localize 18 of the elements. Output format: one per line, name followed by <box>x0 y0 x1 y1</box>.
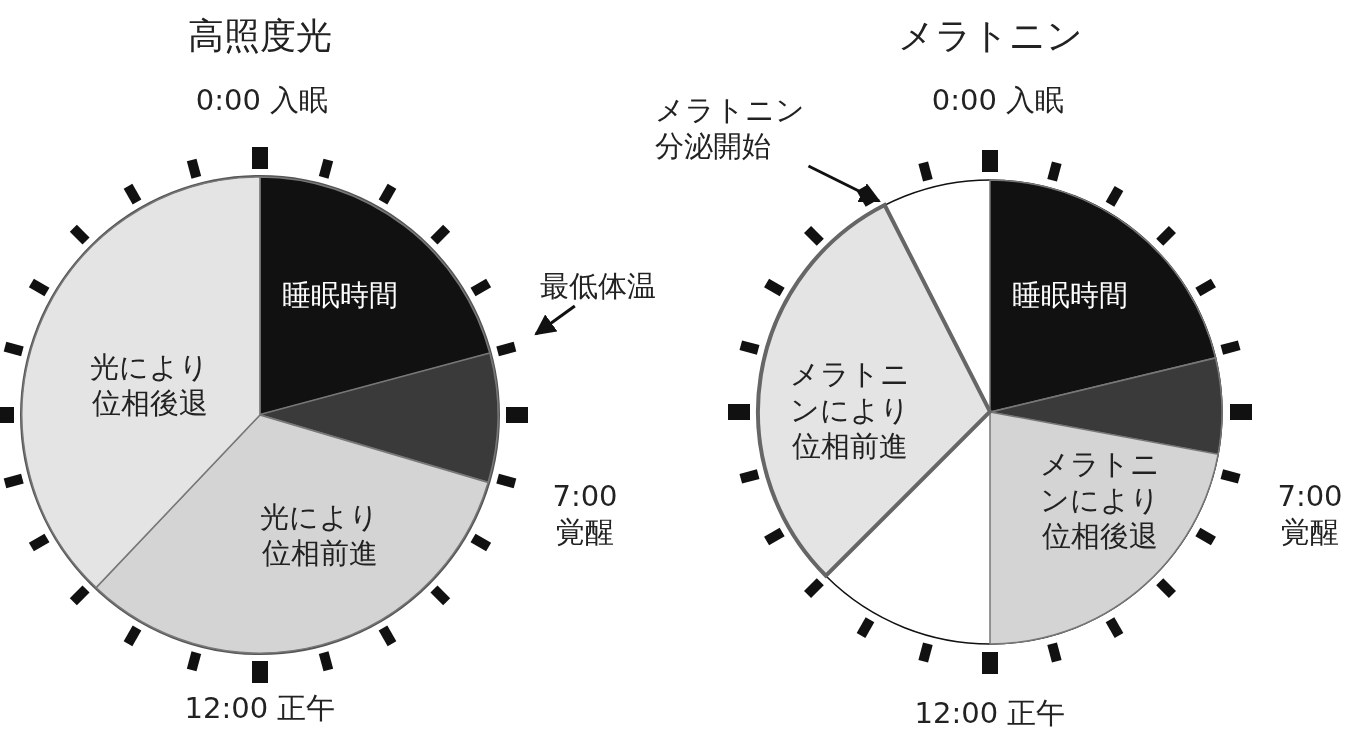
sector-label: メラトニンにより位相前進 <box>789 356 911 464</box>
time-label: 7:00 覚醒 <box>551 478 619 550</box>
time-label: 12:00 正午 <box>183 690 337 726</box>
sector-label: 睡眠時間 <box>281 277 399 313</box>
time-label: 7:00 覚醒 <box>1276 478 1344 550</box>
leader-arrow <box>807 164 881 203</box>
sector-label: メラトニンにより位相後退 <box>1039 446 1161 554</box>
callout-text: 最低体温 <box>540 268 656 304</box>
sector-label: 光により位相後退 <box>89 349 211 421</box>
leader-arrow <box>534 304 576 336</box>
sector-label: 睡眠時間 <box>1011 277 1129 313</box>
time-label: 12:00 正午 <box>913 695 1067 731</box>
sector-label: 光により位相前進 <box>259 499 381 571</box>
clock-title: 高照度光 <box>187 14 333 58</box>
time-label: 0:00 入眠 <box>930 82 1066 118</box>
clock-title: メラトニン <box>896 14 1084 58</box>
time-label: 0:00 入眠 <box>194 82 330 118</box>
callout-text: メラトニン分泌開始 <box>655 92 820 164</box>
